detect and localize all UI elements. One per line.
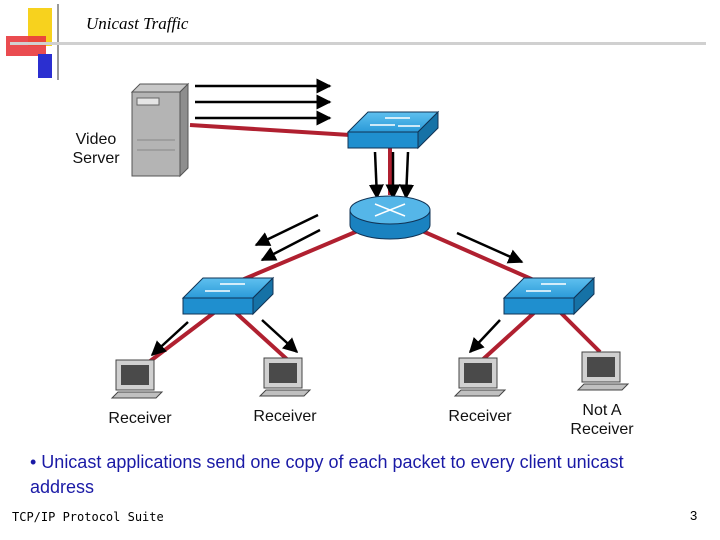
receiver-label: Receiver <box>448 408 512 425</box>
right-switch-icon <box>502 276 596 316</box>
video-server-icon <box>130 82 190 178</box>
traffic-arrows <box>150 78 524 357</box>
slide-title: Unicast Traffic <box>86 14 189 33</box>
page-number: 3 <box>690 508 698 523</box>
receiver-label: Receiver <box>108 410 172 427</box>
network-links <box>143 123 602 367</box>
unicast-diagram <box>110 78 630 399</box>
router-icon <box>349 195 431 240</box>
receiver-label: Receiver <box>253 408 317 425</box>
non-receiver-computer-icon <box>576 351 630 391</box>
receiver-computer-icon <box>453 357 507 397</box>
left-switch-icon <box>181 276 275 316</box>
not-a-receiver-label: Not A Receiver <box>570 402 634 438</box>
footer-text: TCP/IP Protocol Suite <box>12 510 164 524</box>
bullet-text: • Unicast applications send one copy of … <box>30 452 624 497</box>
video-server-label: Video Server <box>72 131 120 167</box>
corner-decoration <box>6 4 59 80</box>
receiver-computer-icon <box>110 359 164 399</box>
receiver-computer-icon <box>258 357 312 397</box>
title-rule <box>10 42 706 45</box>
top-switch-icon <box>346 110 440 150</box>
